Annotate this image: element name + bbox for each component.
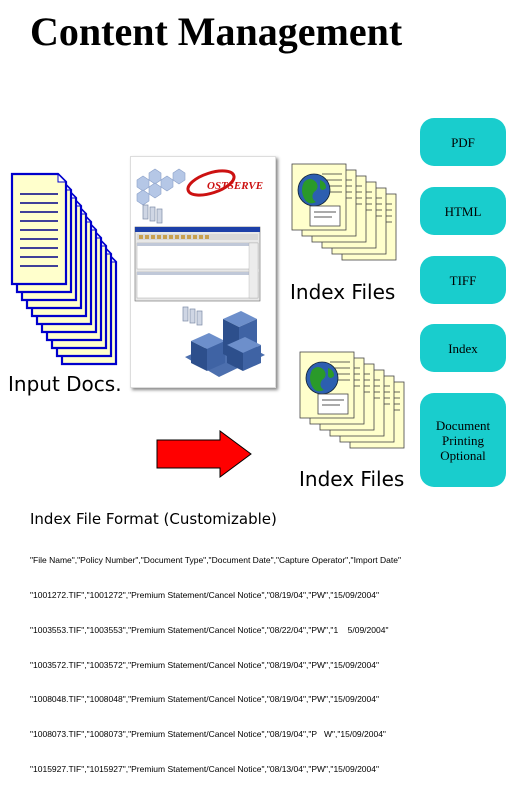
- input-docs-stack-icon: [10, 172, 118, 366]
- swoosh-logo-icon: [186, 169, 236, 197]
- output-pdf: PDF: [420, 118, 506, 166]
- document-card-icon: [309, 205, 341, 227]
- index-files-top-label: Index Files: [290, 280, 396, 304]
- globe-icon: [297, 173, 331, 207]
- app-window-icon: [134, 226, 261, 302]
- output-html: HTML: [420, 187, 506, 235]
- document-page-icon: [10, 172, 68, 286]
- format-line: "1003553.TIF","1003553","Premium Stateme…: [30, 624, 389, 635]
- output-index: Index: [420, 324, 506, 372]
- server-icon: [142, 204, 163, 224]
- index-files-bottom-label: Index Files: [299, 467, 405, 491]
- page-title: Content Management: [30, 9, 403, 54]
- capture-software-panel: OSTSERVE: [130, 156, 276, 388]
- format-line: "1001272.TIF","1001272","Premium Stateme…: [30, 589, 380, 600]
- output-document-printing: Document Printing Optional: [420, 393, 506, 487]
- index-files-bottom-icon: [299, 351, 405, 449]
- storage-blocks-icon: [185, 311, 265, 377]
- server-rack-icon: [182, 306, 203, 326]
- format-line: "File Name","Policy Number","Document Ty…: [30, 555, 401, 566]
- software-graphic: OSTSERVE: [134, 168, 265, 377]
- format-line: "1003572.TIF","1003572","Premium Stateme…: [30, 659, 380, 670]
- format-title: Index File Format (Customizable): [30, 510, 277, 528]
- output-tiff: TIFF: [420, 256, 506, 304]
- hexagon-logo-icon: [136, 168, 186, 206]
- document-card-icon: [317, 393, 349, 415]
- input-docs-label: Input Docs.: [8, 372, 122, 396]
- format-lines: "File Name","Policy Number","Document Ty…: [30, 532, 401, 787]
- format-line: "1008073.TIF","1008073","Premium Stateme…: [30, 729, 386, 740]
- red-arrow-icon: [156, 430, 252, 478]
- logo-text: OSTSERVE: [207, 180, 263, 192]
- format-line: "1008048.TIF","1008048","Premium Stateme…: [30, 694, 380, 705]
- globe-icon: [305, 361, 339, 395]
- index-files-top-icon: [291, 163, 397, 261]
- format-line: "1015927.TIF","1015927","Premium Stateme…: [30, 763, 380, 774]
